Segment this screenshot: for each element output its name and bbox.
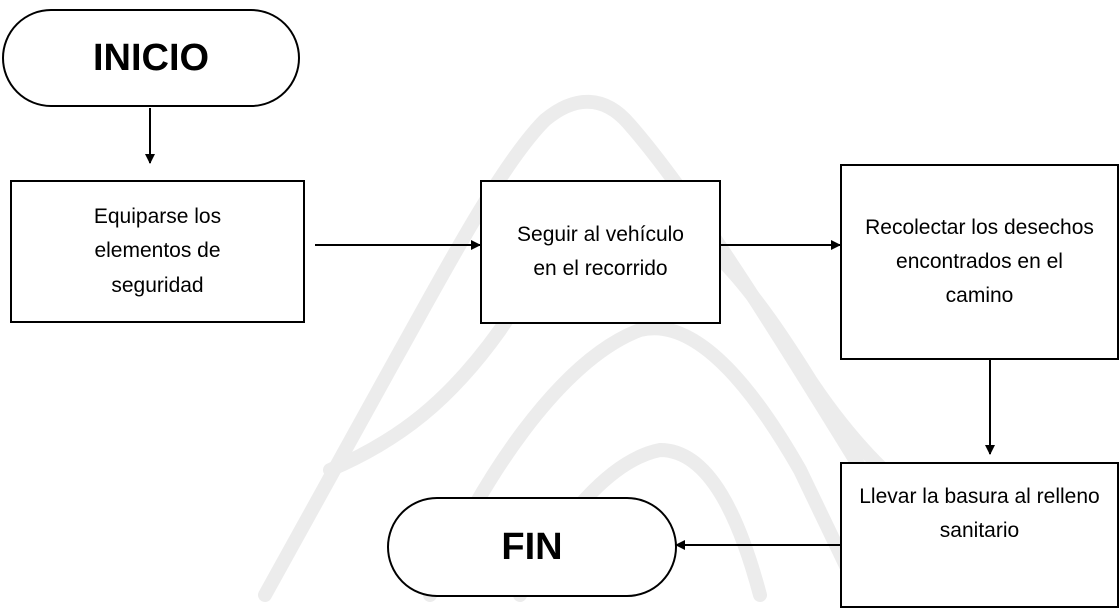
process-llevar-relleno: Llevar la basura al relleno sanitario xyxy=(840,462,1119,608)
end-label: FIN xyxy=(501,525,563,568)
process-recolectar-desechos: Recolectar los desechos encontrados en e… xyxy=(840,164,1119,360)
process-seguir-label: Seguir al vehículo en el recorrido xyxy=(517,222,684,280)
process-seguir-vehiculo: Seguir al vehículo en el recorrido xyxy=(480,180,721,324)
start-terminal-inicio: INICIO xyxy=(2,9,300,107)
start-label: INICIO xyxy=(92,36,210,79)
process-recolectar-label: Recolectar los desechos encontrados en e… xyxy=(865,215,1094,307)
process-llevar-label: Llevar la basura al relleno sanitario xyxy=(859,485,1100,543)
process-equipar-label: Equiparse los elementos de seguridad xyxy=(93,205,222,297)
process-equipar-seguridad: Equiparse los elementos de seguridad xyxy=(10,180,305,323)
end-terminal-fin: FIN xyxy=(387,497,677,597)
